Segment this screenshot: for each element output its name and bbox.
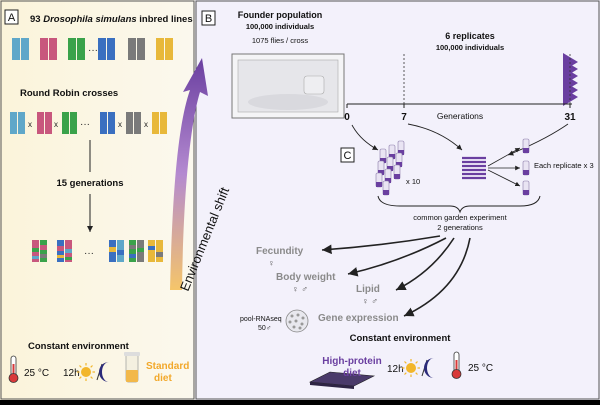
sun-icon-b <box>402 359 420 377</box>
generations-axis-label: Generations <box>437 111 483 121</box>
crosses-title: Round Robin crosses <box>20 88 118 99</box>
environmental-shift-arrow <box>170 58 208 290</box>
high-protein-diet-line1: High-protein <box>322 356 381 367</box>
poolseq-sex: ♂ <box>266 325 271 332</box>
recombinant-bars <box>32 240 163 262</box>
panel-b-light: 12h <box>387 364 404 375</box>
panel-a-frame <box>0 0 195 400</box>
panel-c-label-box <box>340 147 355 163</box>
moon-icon <box>99 362 109 382</box>
founder-count: 100,000 individuals <box>246 22 314 31</box>
cross-mark-3: x <box>118 120 122 129</box>
cross-ellipsis: ··· <box>80 119 90 130</box>
trait-body-weight: Body weight <box>276 272 336 283</box>
food-tray-icon <box>308 371 376 389</box>
each-replicate-label: Each replicate x 3 <box>534 161 594 170</box>
inbred-ellipsis: ··· <box>88 45 98 56</box>
lipid-sex: ♀ ♂ <box>362 296 378 306</box>
panel-b-label: B <box>205 13 212 25</box>
arrow-to-fecundity <box>321 235 441 255</box>
arrow-to-gene-expression <box>403 237 471 317</box>
arrow-from-generation-0 <box>351 124 379 151</box>
panel-a-label: A <box>8 12 16 24</box>
poolseq-label: pool-RNAseq <box>240 316 282 323</box>
replicate-mini-lines <box>462 156 486 180</box>
moon-icon-b <box>424 358 434 378</box>
cross-mark-1: x <box>28 120 32 129</box>
garden-line2: 2 generations <box>437 223 483 232</box>
founder-title: Founder population <box>238 10 323 20</box>
replicate-lines <box>347 53 578 106</box>
body-weight-sex: ♀ ♂ <box>292 284 308 294</box>
poolseq-count: 50 <box>258 325 266 332</box>
replicates-count: 100,000 individuals <box>436 43 504 52</box>
panel-a-temperature: 25 °C <box>24 368 49 379</box>
cross-mark-4: x <box>144 120 148 129</box>
cross-mark-2: x <box>54 120 58 129</box>
fecundity-sex: ♀ <box>268 258 275 268</box>
arrow-from-generation-7 <box>407 123 463 151</box>
thermometer-icon-b <box>451 351 462 379</box>
panel-a-env-title: Constant environment <box>28 341 130 352</box>
tick-0-label: 0 <box>344 112 350 123</box>
founder-per-cross: 1075 flies / cross <box>252 36 309 45</box>
trait-gene-expression: Gene expression <box>318 313 399 324</box>
tick-31-label: 31 <box>564 112 576 123</box>
garden-brace <box>377 195 541 214</box>
high-protein-diet-line2: diet <box>343 368 361 379</box>
trait-lipid: Lipid <box>356 284 380 295</box>
panel-b-temperature: 25 °C <box>468 363 493 374</box>
cross-bars <box>10 112 167 134</box>
arrow-to-body-weight <box>347 237 447 277</box>
vials-count: x 10 <box>406 177 420 186</box>
panel-a-background <box>0 0 195 400</box>
arrow-to-lipid <box>395 237 455 291</box>
tick-7-label: 7 <box>401 112 407 123</box>
sequencing-plate-icon <box>285 309 309 333</box>
recombinant-ellipsis: ··· <box>84 248 94 259</box>
split-arrow-top <box>487 147 521 167</box>
panel-a-title: 93 Drosophila simulans inbred lines <box>30 14 193 25</box>
standard-diet-vial-icon <box>124 352 140 383</box>
sun-icon <box>77 363 95 381</box>
replicate-vials <box>522 138 530 196</box>
thermometer-icon <box>8 355 19 383</box>
population-cage-icon <box>231 53 345 119</box>
panel-b-env-title: Constant environment <box>350 333 452 344</box>
standard-diet-line2: diet <box>154 373 172 384</box>
panel-b-frame <box>195 0 600 400</box>
standard-diet-line1: Standard <box>146 361 189 372</box>
split-arrow-bottom <box>487 169 521 187</box>
inbred-lines <box>12 38 173 60</box>
panel-a-light: 12h <box>63 368 80 379</box>
panel-c-label: C <box>344 150 352 162</box>
replicates-title: 6 replicates <box>445 31 495 41</box>
generations-label: 15 generations <box>56 178 123 189</box>
panel-a-label-box <box>4 9 19 25</box>
trait-fecundity: Fecundity <box>256 246 304 257</box>
garden-line1: common garden experiment <box>413 213 507 222</box>
panel-b-label-box <box>201 10 216 26</box>
